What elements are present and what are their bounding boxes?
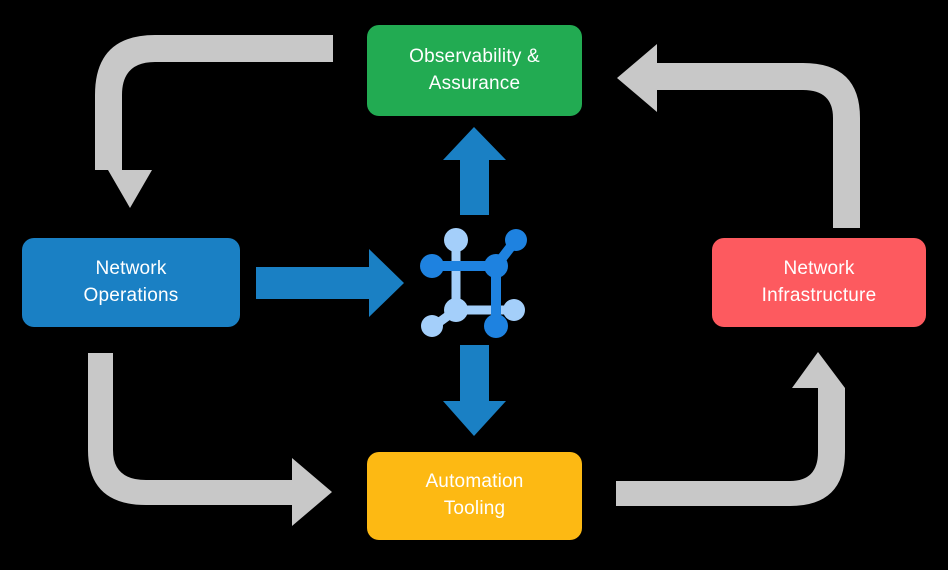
node-box-automation-tooling[interactable]: Automation Tooling [367, 452, 582, 540]
accent-arrow-operations-to-hub [256, 249, 404, 317]
flow-arrow-automation-to-infrastructure [616, 352, 845, 506]
hub-icon-nodes-primary [420, 229, 527, 338]
flow-arrow-operations-to-automation [88, 353, 332, 526]
network-topology-icon [420, 228, 527, 338]
flow-arrow-observability-to-operations [95, 35, 333, 208]
node-box-network-operations[interactable]: Network Operations [22, 238, 240, 327]
hub-icon-nodes-secondary [421, 228, 525, 337]
flow-arrow-infrastructure-to-observability [617, 44, 860, 228]
node-label-automation-tooling: Automation Tooling [425, 471, 524, 519]
accent-arrow-hub-to-observability [443, 127, 506, 215]
node-label-network-infrastructure: Network Infrastructure [761, 257, 877, 306]
node-label-network-operations: Network Operations [83, 257, 179, 306]
node-box-observability-assurance[interactable]: Observability & Assurance [367, 25, 582, 116]
node-box-network-infrastructure[interactable]: Network Infrastructure [712, 238, 926, 327]
accent-arrow-hub-to-automation [443, 345, 506, 436]
node-label-observability-assurance: Observability & Assurance [409, 45, 540, 94]
